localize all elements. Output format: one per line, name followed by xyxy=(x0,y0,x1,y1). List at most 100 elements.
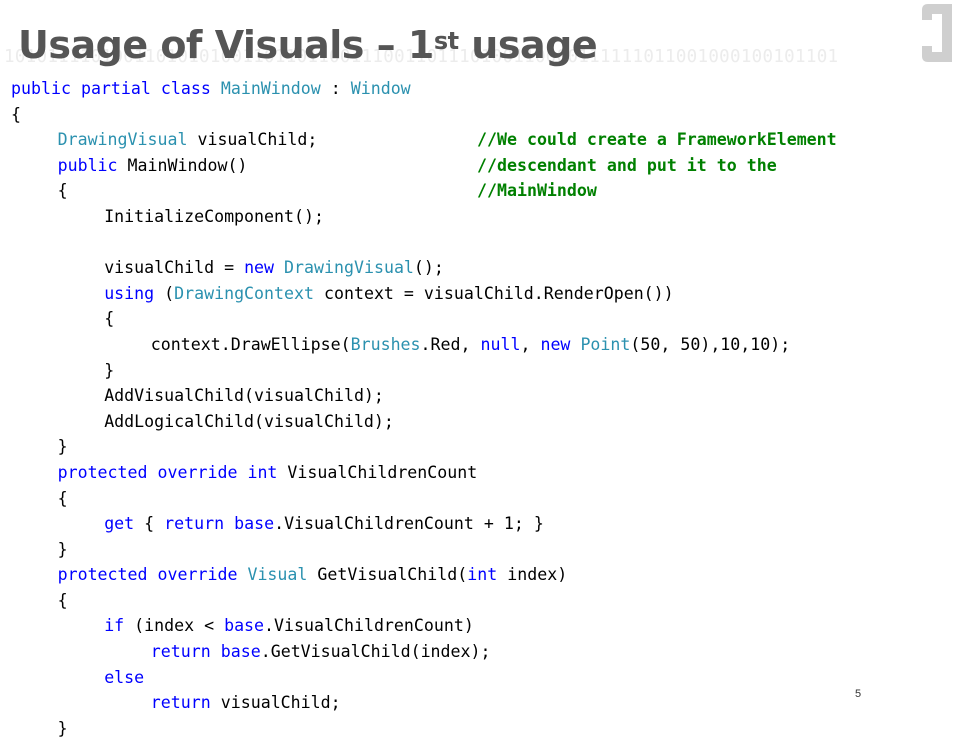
code-line: AddVisualChild(visualChild); xyxy=(11,383,951,409)
code-keyword: if xyxy=(104,616,125,636)
code-line: visualChild = new DrawingVisual(); xyxy=(11,255,951,281)
code-line: public MainWindow() //descendant and put … xyxy=(11,153,951,179)
code-text: .GetVisualChild(index); xyxy=(260,642,491,662)
code-block: public partial class MainWindow : Window… xyxy=(11,76,951,741)
code-text xyxy=(148,463,158,482)
code-keyword: override xyxy=(157,565,238,585)
code-text xyxy=(148,565,158,584)
code-line: else xyxy=(11,665,951,691)
code-text xyxy=(224,514,234,533)
code-text: { xyxy=(11,104,21,124)
code-text: { xyxy=(104,309,115,329)
code-type: MainWindow xyxy=(220,79,321,98)
code-text: { xyxy=(57,590,68,610)
code-text: , xyxy=(520,334,541,354)
code-text: { xyxy=(134,514,165,534)
code-text: } xyxy=(57,437,68,457)
code-keyword: get xyxy=(104,514,135,534)
code-text xyxy=(151,79,161,98)
corner-bracket-logo-icon xyxy=(922,4,952,62)
code-comment: //descendant and put it to the xyxy=(477,155,777,175)
code-line: if (index < base.VisualChildrenCount) xyxy=(11,613,951,639)
code-line: protected override int VisualChildrenCou… xyxy=(11,460,951,486)
title-superscript: st xyxy=(433,27,459,55)
code-text: VisualChildrenCount xyxy=(277,462,478,482)
code-type: Brushes xyxy=(350,334,421,354)
code-line: protected override Visual GetVisualChild… xyxy=(11,562,951,588)
code-keyword: override xyxy=(157,462,238,482)
title-main: Usage of Visuals – 1 xyxy=(18,23,434,67)
code-line: { //MainWindow xyxy=(11,178,951,204)
code-line xyxy=(11,230,951,256)
code-text: : xyxy=(320,79,351,98)
code-keyword: return xyxy=(150,642,211,662)
slide-title: Usage of Visuals – 1st usage xyxy=(18,20,598,70)
code-line: return visualChild; xyxy=(11,690,951,716)
code-text: } xyxy=(57,539,68,559)
code-line: DrawingVisual visualChild; //We could cre… xyxy=(11,127,951,153)
code-text xyxy=(71,79,81,98)
code-text xyxy=(274,258,284,277)
code-keyword: base xyxy=(224,616,265,636)
code-keyword: new xyxy=(540,334,571,354)
code-text: GetVisualChild( xyxy=(307,565,468,585)
code-text: InitializeComponent(); xyxy=(104,206,324,226)
code-line: } xyxy=(11,434,951,460)
code-text: index) xyxy=(497,565,568,585)
code-type: DrawingContext xyxy=(174,283,314,303)
code-text: visualChild; xyxy=(187,130,318,150)
code-text: visualChild; xyxy=(210,693,341,713)
code-text: (); xyxy=(413,258,444,278)
code-keyword: base xyxy=(234,514,275,534)
code-text xyxy=(211,642,221,661)
code-comment: //We could create a FrameworkElement xyxy=(477,130,837,150)
code-keyword: partial xyxy=(80,79,151,98)
code-text: MainWindow() xyxy=(117,155,248,175)
code-text: .VisualChildrenCount + 1; } xyxy=(274,514,544,534)
code-type: DrawingVisual xyxy=(284,258,414,278)
code-keyword: return xyxy=(150,693,211,713)
code-text: ( xyxy=(154,283,175,303)
code-comment: //MainWindow xyxy=(477,181,597,201)
code-text: context = visualChild.RenderOpen()) xyxy=(314,283,674,303)
binary-background: 1010111101001101010100110110110011100110… xyxy=(4,2,960,72)
code-keyword: base xyxy=(220,642,261,662)
code-line: { xyxy=(11,306,951,332)
code-text xyxy=(237,463,247,482)
code-line: { xyxy=(11,588,951,614)
code-text: (index < xyxy=(124,616,225,636)
code-text: { xyxy=(57,488,68,508)
code-keyword: int xyxy=(247,462,278,482)
code-keyword: new xyxy=(244,258,275,278)
code-text: .VisualChildrenCount) xyxy=(264,616,474,636)
code-keyword: protected xyxy=(57,462,148,482)
binary-row: 1010111101001101010100110110110011100110… xyxy=(4,47,839,67)
code-text: context.DrawEllipse( xyxy=(150,334,351,354)
code-text xyxy=(570,335,580,354)
code-keyword: public xyxy=(57,155,118,175)
code-type: Window xyxy=(350,79,411,98)
code-line: AddLogicalChild(visualChild); xyxy=(11,409,951,435)
code-line: using (DrawingContext context = visualCh… xyxy=(11,281,951,307)
code-text: { xyxy=(57,181,68,201)
title-tail: usage xyxy=(458,23,598,67)
code-line: get { return base.VisualChildrenCount + … xyxy=(11,511,951,537)
code-type: Visual xyxy=(247,565,308,585)
code-text: } xyxy=(57,718,68,738)
code-text: AddVisualChild(visualChild); xyxy=(104,386,384,406)
code-line: } xyxy=(11,358,951,384)
code-line: return base.GetVisualChild(index); xyxy=(11,639,951,665)
code-text: visualChild = xyxy=(104,258,245,278)
code-text xyxy=(237,565,247,584)
code-keyword: int xyxy=(467,565,498,585)
code-keyword: return xyxy=(164,514,225,534)
code-text: } xyxy=(104,360,115,380)
code-type: DrawingVisual xyxy=(57,130,188,150)
code-text: .Red, xyxy=(420,334,481,354)
code-line: context.DrawEllipse(Brushes.Red, null, n… xyxy=(11,332,951,358)
code-line: { xyxy=(11,102,951,128)
code-line: } xyxy=(11,537,951,563)
code-keyword: else xyxy=(104,667,145,687)
code-keyword: null xyxy=(480,334,521,354)
code-line: public partial class MainWindow : Window xyxy=(11,76,951,102)
